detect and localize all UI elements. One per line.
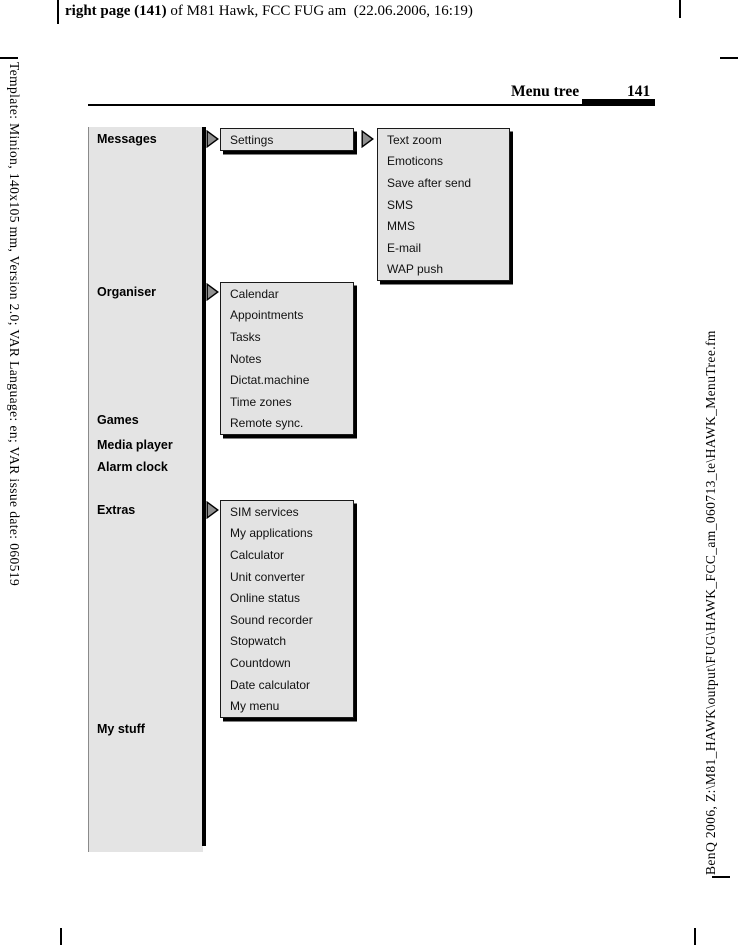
right-margin-note: BenQ 2006, Z:\M81_HAWK\output\FUG\HAWK_F… xyxy=(703,330,718,875)
crop-mark-top-left xyxy=(57,0,59,24)
file-info-header: right page (141) of M81 Hawk, FCC FUG am… xyxy=(65,1,473,21)
crop-mark-left xyxy=(0,57,18,59)
main-menu-label-alarm-clock: Alarm clock xyxy=(97,460,168,474)
main-menu-label-my-stuff: My stuff xyxy=(97,722,145,736)
menu-item: Date calculator xyxy=(230,677,311,692)
menu-item: WAP push xyxy=(387,262,444,277)
menu-item: MMS xyxy=(387,219,415,234)
crop-mark-right-lower xyxy=(712,876,730,878)
file-info-bold: right page (141) xyxy=(65,3,167,19)
menu-item: Tasks xyxy=(230,329,261,344)
menu-item: Countdown xyxy=(230,655,291,670)
menu-item: SMS xyxy=(387,197,414,212)
arrow-right-icon xyxy=(206,283,219,301)
arrow-right-icon xyxy=(206,130,219,148)
menu-item: Time zones xyxy=(230,394,292,409)
submenu-box-messages: Settings xyxy=(220,128,354,151)
menu-item: Dictat.machine xyxy=(230,373,310,388)
menu-item: Save after send xyxy=(387,175,472,190)
arrow-right-icon xyxy=(206,501,219,519)
menu-item: Notes xyxy=(230,351,262,366)
crop-mark-bottom-right xyxy=(694,928,696,945)
crop-mark-bottom-left xyxy=(60,928,62,945)
main-menu-divider xyxy=(202,127,206,846)
menu-item: E-mail xyxy=(387,240,422,255)
menu-item: Online status xyxy=(230,591,301,606)
main-menu-column xyxy=(88,127,203,852)
menu-item: Stopwatch xyxy=(230,634,287,649)
menu-item: My menu xyxy=(230,699,280,714)
menu-item: Calculator xyxy=(230,547,285,562)
menu-item: Emoticons xyxy=(387,154,444,169)
file-info-rest: of M81 Hawk, FCC FUG am (22.06.2006, 16:… xyxy=(166,3,473,19)
left-margin-note: Template: Minion, 140x105 mm, Version 2.… xyxy=(7,62,22,587)
menu-item: Remote sync. xyxy=(230,416,304,431)
menu-item: Appointments xyxy=(230,308,304,323)
header-rule-thick xyxy=(582,99,655,106)
menu-item: Settings xyxy=(230,132,274,147)
menu-item: Unit converter xyxy=(230,569,305,584)
menu-item: SIM services xyxy=(230,504,299,519)
menu-item: Text zoom xyxy=(387,132,442,147)
menu-item: Sound recorder xyxy=(230,612,313,627)
menu-item: Calendar xyxy=(230,286,279,301)
main-menu-label-media-player: Media player xyxy=(97,438,173,452)
crop-mark-right xyxy=(720,57,738,59)
arrow-right-icon xyxy=(361,130,374,148)
main-menu-label-games: Games xyxy=(97,413,139,427)
page-number: 141 xyxy=(627,83,651,100)
main-menu-label-messages: Messages xyxy=(97,132,157,146)
main-menu-label-organiser: Organiser xyxy=(97,285,157,299)
page-title: Menu tree xyxy=(511,83,580,100)
menu-item: My applications xyxy=(230,526,313,541)
header-rule xyxy=(88,104,582,106)
main-menu-label-extras: Extras xyxy=(97,503,136,517)
crop-mark-top-right xyxy=(679,0,681,18)
